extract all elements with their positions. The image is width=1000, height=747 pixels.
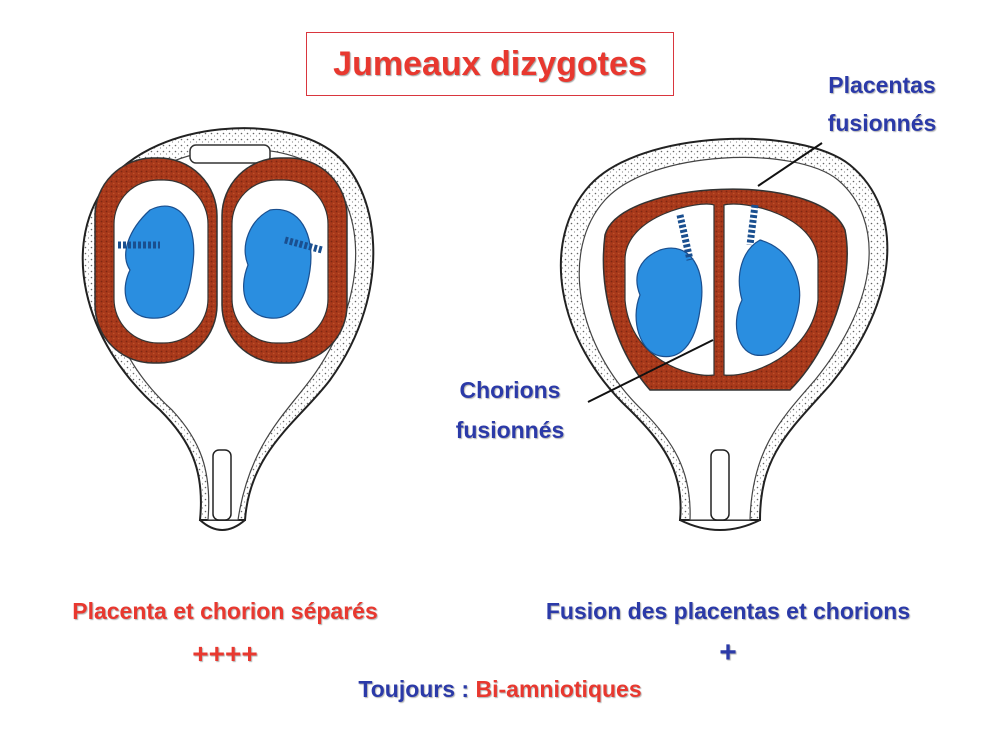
- page-title: Jumeaux dizygotes: [333, 44, 647, 83]
- footer-prefix: Toujours :: [358, 676, 476, 702]
- left-frequency: ++++: [192, 638, 258, 669]
- right-frequency: +: [719, 636, 737, 669]
- left-sac-2: [221, 157, 348, 364]
- placentas-label: Placentas fusionnés: [812, 66, 952, 142]
- chorions-pointer: [587, 339, 714, 403]
- right-uterus: [559, 137, 889, 531]
- footer-line: Toujours : Bi-amniotiques: [0, 676, 1000, 703]
- right-caption: Fusion des placentas et chorions: [545, 598, 911, 624]
- left-caption: Placenta et chorion séparés: [72, 598, 378, 624]
- chorions-label: Chorions fusionnés: [440, 370, 580, 450]
- title-box: Jumeaux dizygotes: [306, 32, 674, 96]
- chorions-label-line1: Chorions: [459, 377, 561, 403]
- left-sac-1: [94, 157, 218, 364]
- chorions-label-line2: fusionnés: [455, 417, 565, 443]
- placentas-pointer: [757, 142, 823, 187]
- placentas-label-line2: fusionnés: [827, 110, 937, 136]
- footer-value: Bi-amniotiques: [475, 676, 642, 702]
- placentas-label-line1: Placentas: [828, 72, 936, 98]
